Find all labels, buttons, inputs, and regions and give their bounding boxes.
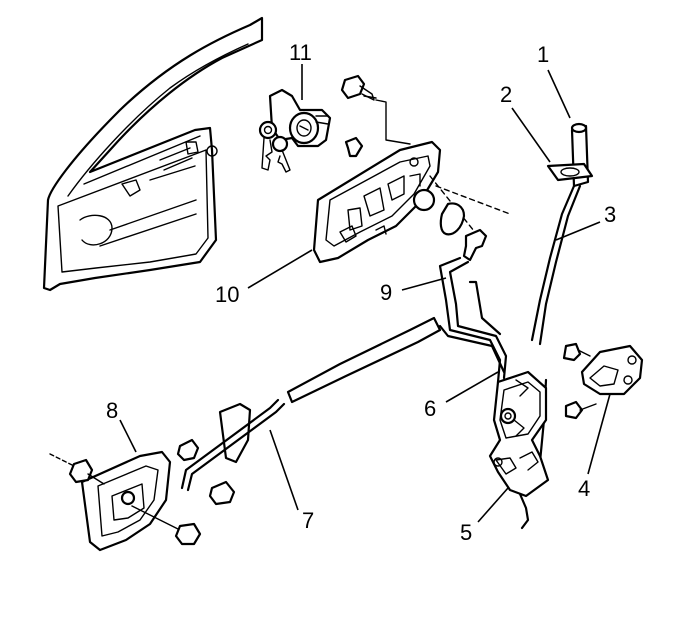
clip-small bbox=[344, 136, 364, 158]
bolt-striker-lower bbox=[564, 400, 597, 420]
leader-4 bbox=[587, 393, 611, 475]
leader-6 bbox=[445, 371, 499, 403]
callout-6: 6 bbox=[424, 396, 436, 421]
leader-5 bbox=[477, 487, 509, 523]
callout-5: 5 bbox=[460, 520, 472, 545]
callout-2: 2 bbox=[500, 82, 512, 107]
bolt-top bbox=[340, 74, 377, 101]
lock-cylinder-and-keys bbox=[258, 88, 332, 173]
lock-rod bbox=[530, 184, 576, 342]
outside-door-handle bbox=[312, 140, 442, 264]
callout-1: 1 bbox=[537, 42, 549, 67]
leader-10 bbox=[247, 249, 313, 289]
lock-knob-rod-top bbox=[546, 122, 594, 188]
leader-1 bbox=[547, 69, 571, 119]
bolt-striker-upper bbox=[562, 342, 591, 362]
lock-rod-inner bbox=[538, 184, 582, 346]
door-lock-striker bbox=[580, 344, 644, 396]
clip-handle bbox=[462, 228, 488, 262]
callout-3: 3 bbox=[604, 202, 616, 227]
leader-8 bbox=[119, 419, 137, 453]
callout-4: 4 bbox=[578, 476, 590, 501]
clip-rod-upper bbox=[176, 438, 200, 462]
oval-pad bbox=[439, 202, 466, 236]
door-latch-assembly bbox=[488, 370, 550, 530]
bolt-inside-handle-left bbox=[49, 453, 105, 485]
leader-3 bbox=[555, 221, 601, 241]
callout-7: 7 bbox=[302, 508, 314, 533]
callout-8: 8 bbox=[106, 398, 118, 423]
leader-7 bbox=[269, 429, 299, 511]
inside-handle-cable bbox=[286, 316, 506, 404]
callout-11: 11 bbox=[289, 40, 312, 65]
clip-rod-lower bbox=[208, 480, 236, 506]
door-shell bbox=[42, 16, 264, 292]
inside-lock-rod bbox=[180, 398, 280, 490]
bolt-inside-handle-right bbox=[131, 505, 202, 546]
bolt-leader-bracket bbox=[375, 99, 411, 145]
outside-handle-rod bbox=[438, 256, 508, 384]
callout-10: 10 bbox=[215, 282, 239, 307]
leader-2 bbox=[511, 107, 551, 163]
leader-9 bbox=[401, 277, 447, 291]
inside-lock-rod-parallel bbox=[186, 402, 286, 492]
inside-door-handle bbox=[80, 450, 172, 552]
callout-9: 9 bbox=[380, 280, 392, 305]
